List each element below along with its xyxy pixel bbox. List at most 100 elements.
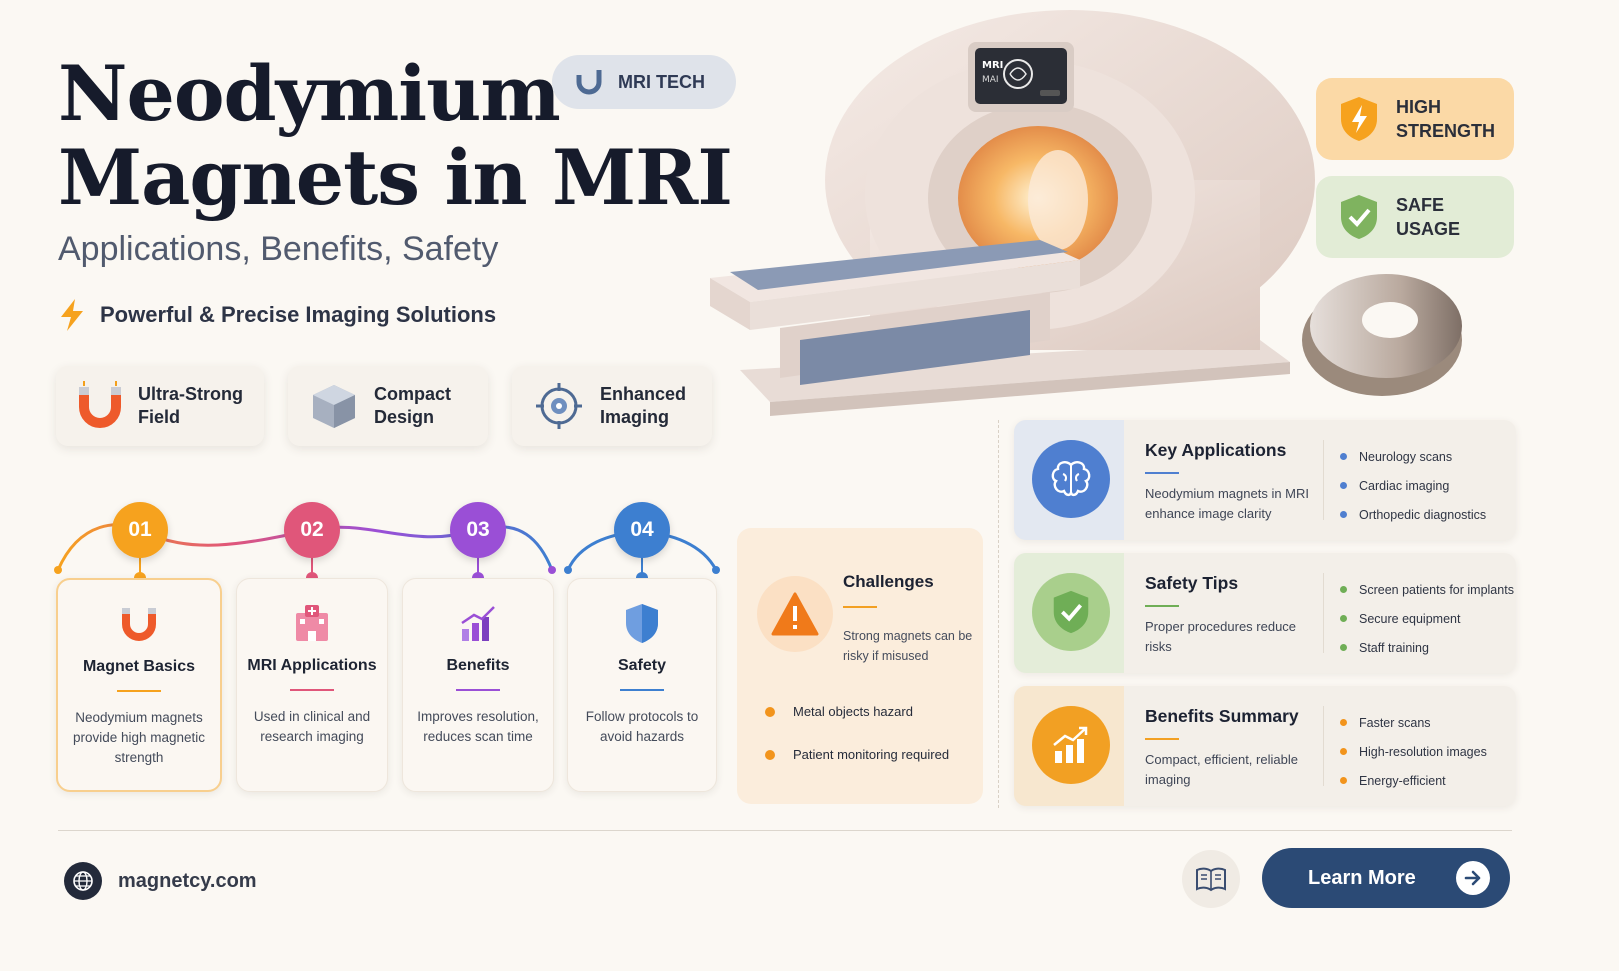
info-card-key-applications: Key Applications Neodymium magnets in MR… — [1014, 420, 1516, 540]
step-divider — [290, 689, 334, 691]
footer-divider — [58, 830, 1512, 831]
feature-chip-ultra-strong: Ultra-Strong Field — [56, 366, 264, 446]
horseshoe-magnet-icon — [122, 608, 156, 641]
feature-line-1: Enhanced — [600, 384, 687, 404]
step-divider — [117, 690, 161, 692]
badge-line-1: HIGH — [1396, 97, 1441, 117]
bullet-dot — [1340, 777, 1347, 784]
card-text: Neodymium magnets in MRI enhance image c… — [1145, 486, 1309, 521]
target-icon — [536, 383, 582, 429]
book-icon — [1196, 867, 1226, 892]
bullet-dot — [1340, 511, 1347, 518]
step-text: Neodymium magnets provide high magnetic … — [72, 710, 206, 765]
learn-more-label: Learn More — [1308, 866, 1416, 889]
feature-line-2: Imaging — [600, 407, 670, 427]
list-item: Screen patients for implants — [1340, 575, 1514, 604]
feature-line-2: Field — [138, 407, 181, 427]
bullet-dot — [1340, 453, 1347, 460]
check-shield-icon — [1341, 195, 1377, 239]
bullet-dot — [765, 749, 775, 760]
bullet-dot — [1340, 615, 1347, 622]
list-item-text: Faster scans — [1359, 715, 1431, 730]
info-card-benefits-summary: Benefits Summary Compact, efficient, rel… — [1014, 686, 1516, 806]
step-divider — [620, 689, 664, 691]
challenges-title: Challenges — [843, 572, 934, 591]
challenge-item: Metal objects hazard — [765, 704, 913, 719]
challenge-item-text: Patient monitoring required — [793, 747, 950, 762]
step-card-benefits: Benefits Improves resolution, reduces sc… — [402, 578, 554, 792]
card-list: Faster scans High-resolution images Ener… — [1340, 708, 1487, 795]
list-item: Staff training — [1340, 633, 1514, 662]
feature-line-1: Ultra-Strong — [138, 384, 243, 404]
card-title: Key Applications — [1145, 440, 1287, 460]
warning-icon-wrap — [757, 576, 833, 652]
list-item: Neurology scans — [1340, 442, 1486, 471]
step-text: Used in clinical and research imaging — [253, 709, 371, 744]
globe-icon — [64, 862, 102, 900]
bullet-dot — [1340, 644, 1347, 651]
mri-tech-pill: MRI TECH — [552, 55, 736, 109]
page-title: Neodymium Magnets in MRI — [58, 52, 758, 220]
step-number-03: 03 — [450, 502, 506, 558]
growth-chart-icon — [1053, 726, 1088, 763]
card-underline — [1145, 472, 1179, 474]
badge-line-2: USAGE — [1396, 219, 1461, 239]
bullet-dot — [1340, 482, 1347, 489]
shield-icon — [626, 604, 658, 643]
ring-magnet-illustration — [1302, 274, 1462, 396]
site-link[interactable]: magnetcy.com — [64, 862, 257, 900]
section-divider — [998, 420, 999, 808]
magnet-icon — [576, 70, 602, 95]
step-card-magnet-basics: Magnet Basics Neodymium magnets provide … — [56, 578, 222, 792]
feature-chip-enhanced: Enhanced Imaging — [512, 366, 712, 446]
card-underline — [1145, 738, 1179, 740]
list-item: Cardiac imaging — [1340, 471, 1486, 500]
list-item: Orthopedic diagnostics — [1340, 500, 1486, 529]
card-title: Benefits Summary — [1145, 706, 1299, 726]
challenges-text: Strong magnets can be risky if misused — [843, 629, 973, 663]
card-divider — [1323, 440, 1324, 520]
list-item-text: Orthopedic diagnostics — [1359, 507, 1487, 522]
subtitle: Applications, Benefits, Safety — [58, 230, 499, 268]
bullet-dot — [765, 706, 775, 717]
card-text: Compact, efficient, reliable imaging — [1145, 752, 1298, 787]
step-text: Follow protocols to avoid hazards — [585, 709, 699, 744]
list-item: Secure equipment — [1340, 604, 1514, 633]
site-url: magnetcy.com — [118, 869, 257, 892]
step-number-01: 01 — [112, 502, 168, 558]
list-item-text: Staff training — [1359, 640, 1429, 655]
card-text: Proper procedures reduce risks — [1145, 619, 1297, 654]
screen-line-2: MAI — [982, 75, 999, 85]
horseshoe-magnet-icon — [79, 381, 121, 428]
chart-icon-wrap — [1032, 706, 1110, 784]
badge-safe-usage: SAFE USAGE — [1316, 176, 1514, 258]
tagline-text: Powerful & Precise Imaging Solutions — [100, 302, 497, 327]
arrow-right-icon — [1456, 861, 1490, 895]
bullet-dot — [1340, 748, 1347, 755]
learn-more-button[interactable]: Learn More — [1262, 848, 1510, 908]
step-title: MRI Applications — [247, 657, 377, 674]
warning-icon — [771, 592, 819, 636]
title-line-2: Magnets in MRI — [58, 133, 733, 222]
list-item-text: Cardiac imaging — [1359, 478, 1450, 493]
list-item-text: Screen patients for implants — [1359, 582, 1514, 597]
step-number-02: 02 — [284, 502, 340, 558]
pill-label: MRI TECH — [618, 71, 705, 92]
lightning-icon — [61, 299, 83, 331]
bullet-dot — [1340, 586, 1347, 593]
feature-chip-compact: Compact Design — [288, 366, 488, 446]
card-list: Screen patients for implants Secure equi… — [1340, 575, 1514, 662]
step-title: Magnet Basics — [82, 658, 196, 675]
step-title: Benefits — [446, 657, 510, 674]
brain-icon-wrap — [1032, 440, 1110, 518]
book-button[interactable] — [1182, 850, 1240, 908]
step-card-safety: Safety Follow protocols to avoid hazards — [567, 578, 717, 792]
step-divider — [456, 689, 500, 691]
badge-line-2: STRENGTH — [1396, 121, 1495, 141]
list-item: Faster scans — [1340, 708, 1487, 737]
list-item-text: High-resolution images — [1359, 744, 1487, 759]
card-title: Safety Tips — [1145, 573, 1239, 593]
hospital-icon — [296, 605, 328, 641]
card-divider — [1323, 706, 1324, 786]
card-divider — [1323, 573, 1324, 653]
